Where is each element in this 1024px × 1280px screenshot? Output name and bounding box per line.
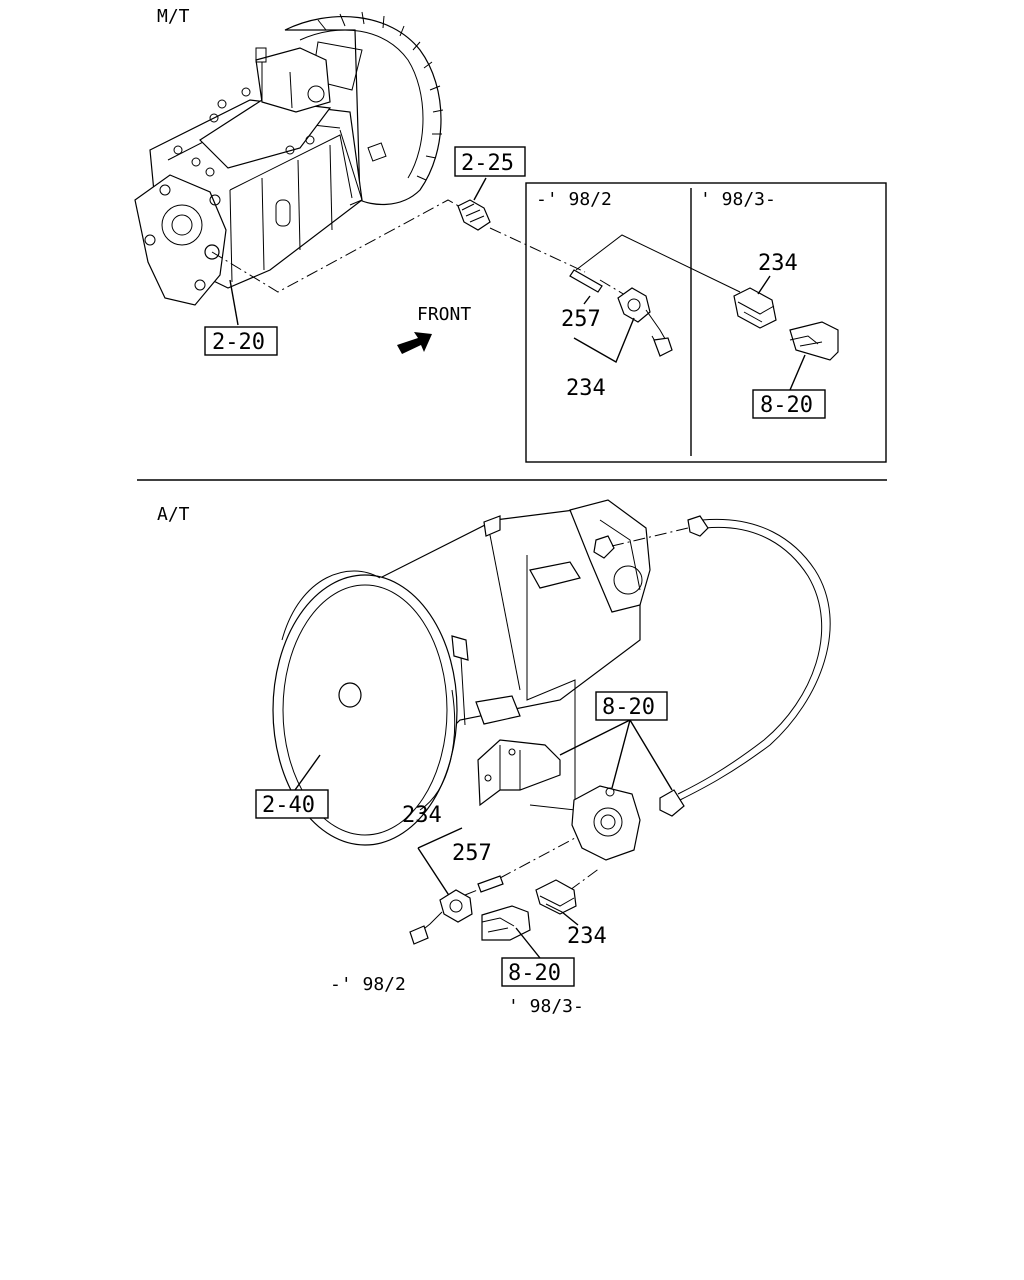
leader-234-mt-right bbox=[757, 275, 771, 295]
at-dash-line-1 bbox=[499, 837, 576, 879]
ref-box-2-25 bbox=[454, 146, 526, 177]
leader-234-at-lower bbox=[561, 911, 579, 926]
pin-257-at bbox=[477, 875, 504, 893]
leaders-8-20-at-top bbox=[559, 719, 673, 791]
ref-label-8-20-at-top: 8-20 bbox=[602, 695, 655, 720]
ref-label-8-20-mt: 8-20 bbox=[760, 393, 813, 418]
inset-line-left-2 bbox=[599, 279, 626, 296]
manual-transmission-drawing bbox=[134, 11, 444, 306]
sensor-234-mt-left bbox=[617, 287, 673, 357]
sensor-234-at-right bbox=[535, 879, 577, 915]
leader-257-mt bbox=[583, 295, 591, 305]
leader-2-20 bbox=[229, 279, 239, 326]
pin-257-mt bbox=[569, 269, 603, 293]
drive-housing bbox=[571, 785, 641, 861]
leader-8-20-at-bottom bbox=[515, 927, 541, 959]
ref-label-2-20: 2-20 bbox=[212, 330, 265, 355]
automatic-transmission-drawing bbox=[272, 499, 651, 846]
inset-period-left: -' 98/2 bbox=[536, 189, 612, 210]
leader-2-40 bbox=[294, 754, 321, 791]
ref-label-2-40: 2-40 bbox=[262, 793, 315, 818]
leader-234-at-upper bbox=[417, 827, 463, 901]
front-label: FRONT bbox=[417, 304, 471, 325]
ref-box-2-40 bbox=[255, 789, 329, 819]
speedometer-cable bbox=[659, 515, 831, 817]
front-arrow-icon bbox=[397, 332, 432, 354]
part-label-257-at: 257 bbox=[452, 841, 492, 866]
ref-box-8-20-mt bbox=[752, 389, 826, 419]
part-label-234-at-upper: 234 bbox=[402, 803, 442, 828]
at-dash-line-2 bbox=[569, 867, 601, 891]
inset-line-right bbox=[575, 234, 741, 293]
part-label-234-mt-left: 234 bbox=[566, 376, 606, 401]
inset-frame bbox=[525, 182, 887, 463]
section-label-at: A/T bbox=[157, 504, 190, 525]
at-period-right: ' 98/3- bbox=[508, 996, 584, 1017]
bracket-8-20-mt bbox=[789, 321, 839, 361]
at-period-left: -' 98/2 bbox=[330, 974, 406, 995]
part-label-257-mt: 257 bbox=[561, 307, 601, 332]
ref-label-8-20-at-bottom: 8-20 bbox=[508, 961, 561, 986]
inset-period-right: ' 98/3- bbox=[700, 189, 776, 210]
cable-dash-line bbox=[611, 527, 689, 547]
inset-line-left bbox=[489, 227, 586, 273]
section-label-mt: M/T bbox=[157, 6, 190, 27]
ref-box-8-20-at-top bbox=[595, 691, 668, 721]
part-label-234-mt-right: 234 bbox=[758, 251, 798, 276]
ref-label-2-25: 2-25 bbox=[461, 151, 514, 176]
leader-234-mt-left bbox=[573, 317, 635, 364]
sensor-234-at-left bbox=[409, 889, 473, 945]
mounting-bracket bbox=[477, 739, 561, 807]
ref-box-2-20 bbox=[204, 326, 278, 356]
bracket-8-20-at-bottom bbox=[481, 905, 531, 941]
part-label-234-at-lower: 234 bbox=[567, 924, 607, 949]
ref-box-8-20-at-bottom bbox=[501, 957, 575, 987]
sensor-234-mt-right bbox=[733, 287, 777, 329]
leader-8-20-mt bbox=[789, 354, 806, 391]
assembly-line-mt bbox=[211, 199, 463, 293]
leader-2-25 bbox=[473, 177, 487, 201]
speed-sensor-fitting bbox=[457, 199, 491, 231]
